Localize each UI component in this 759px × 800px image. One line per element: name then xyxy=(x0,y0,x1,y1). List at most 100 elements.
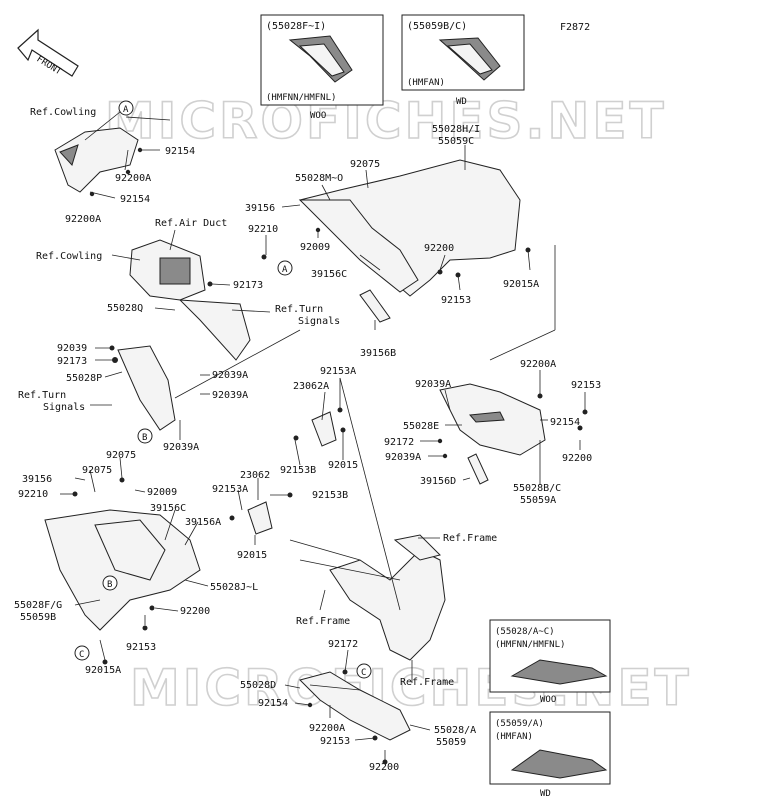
label-ref-cowling: Ref.Cowling xyxy=(30,107,96,118)
upper-cowling-main xyxy=(298,159,521,297)
bracket-23062a xyxy=(311,411,337,447)
box-part: (55059/A) xyxy=(495,719,544,729)
box-model: (HMFAN) xyxy=(407,78,445,88)
label-55028m-o: 55028M~O xyxy=(295,173,343,184)
label-92173: 92173 xyxy=(57,356,87,367)
fastener-dots xyxy=(72,147,588,765)
label-92154: 92154 xyxy=(258,698,288,709)
box-color: WOO xyxy=(310,111,326,121)
lower-left-cowling xyxy=(44,509,201,631)
inset-box-bottom-1: (55028/A~C) (HMFNN/HMFNL) WOO xyxy=(489,619,611,705)
box-color: WD xyxy=(456,97,467,107)
label-92075: 92075 xyxy=(82,465,112,476)
label-92039a: 92039A xyxy=(385,452,421,463)
label-39156b: 39156B xyxy=(360,348,396,359)
label-ref-turn-signals: Ref.Turn xyxy=(275,304,323,315)
label-92009: 92009 xyxy=(300,242,330,253)
label-39156: 39156 xyxy=(22,474,52,485)
label-23062a: 23062A xyxy=(293,381,329,392)
label-92009: 92009 xyxy=(147,487,177,498)
air-duct-assembly xyxy=(129,239,251,361)
inset-box-top-left: (55028F~I) (HMFNN/HMFNL) WOO xyxy=(260,14,384,121)
box-color: WD xyxy=(540,789,551,799)
label-92200a: 92200A xyxy=(65,214,101,225)
circle-letter: A xyxy=(282,265,288,275)
label-92015a: 92015A xyxy=(85,665,121,676)
label-ref-air-duct: Ref.Air Duct xyxy=(155,218,227,229)
label-39156a: 39156A xyxy=(185,517,221,528)
label-92172: 92172 xyxy=(384,437,414,448)
callout-circle-b-2: B xyxy=(102,575,118,591)
watermark-top: MICROFICHES.NET xyxy=(105,92,667,150)
label-92039a: 92039A xyxy=(212,370,248,381)
label-92154: 92154 xyxy=(550,417,580,428)
label-92039a: 92039A xyxy=(212,390,248,401)
label-55028e: 55028E xyxy=(403,421,439,432)
label-ref-turn-signals: Ref.Turn xyxy=(18,390,66,401)
callout-circle-b-1: B xyxy=(137,428,153,444)
left-inner-panel-p xyxy=(117,345,176,431)
label-92039: 92039 xyxy=(57,343,87,354)
label-55028j-l: 55028J~L xyxy=(210,582,258,593)
label-55059b: 55059B xyxy=(20,612,56,623)
label-55028d: 55028D xyxy=(240,680,276,691)
leader-lines xyxy=(60,111,586,760)
label-92200a: 92200A xyxy=(520,359,556,370)
label-ref-turn-signals: Signals xyxy=(298,316,340,327)
label-55028h-i: 55028H/I xyxy=(432,124,480,135)
label-92200: 92200 xyxy=(562,453,592,464)
box-model: (HMFNN/HMFNL) xyxy=(266,93,336,103)
label-92154: 92154 xyxy=(120,194,150,205)
label-ref-frame: Ref.Frame xyxy=(296,616,350,627)
label-39156: 39156 xyxy=(245,203,275,214)
label-92153a: 92153A xyxy=(212,484,248,495)
inset-box-top-right: (55059B/C) (HMFAN) WD xyxy=(401,14,525,107)
circle-letter: C xyxy=(361,668,366,678)
label-55028q: 55028Q xyxy=(107,303,143,314)
front-arrow-icon: FRONT xyxy=(17,28,79,78)
label-92200a: 92200A xyxy=(309,723,345,734)
label-92154: 92154 xyxy=(165,146,195,157)
box-model: (HMFNN/HMFNL) xyxy=(495,640,565,650)
label-92153: 92153 xyxy=(571,380,601,391)
label-92015a: 92015A xyxy=(503,279,539,290)
label-55059a: 55059A xyxy=(520,495,556,506)
label-92153: 92153 xyxy=(441,295,471,306)
label-55028b-c: 55028B/C xyxy=(513,483,561,494)
label-92173: 92173 xyxy=(233,280,263,291)
label-92172: 92172 xyxy=(328,639,358,650)
label-ref-turn-signals: Signals xyxy=(43,402,85,413)
label-92039a: 92039A xyxy=(415,379,451,390)
label-92015: 92015 xyxy=(328,460,358,471)
label-92153: 92153 xyxy=(320,736,350,747)
label-55028f-g: 55028F/G xyxy=(14,600,62,611)
label-92153: 92153 xyxy=(126,642,156,653)
label-92210: 92210 xyxy=(18,489,48,500)
label-92200: 92200 xyxy=(369,762,399,773)
label-92153b: 92153B xyxy=(312,490,348,501)
callout-circle-c-1: C xyxy=(74,645,90,661)
rubber-strip-39156b xyxy=(359,289,391,323)
label-92200: 92200 xyxy=(424,243,454,254)
callout-circle-c-2: C xyxy=(356,663,372,679)
circle-letter: A xyxy=(123,105,129,115)
label-39156c: 39156C xyxy=(311,269,347,280)
label-92075: 92075 xyxy=(106,450,136,461)
label-92153b: 92153B xyxy=(280,465,316,476)
rubber-strip-39156d xyxy=(467,453,489,485)
label-39156d: 39156D xyxy=(420,476,456,487)
label-ref-frame: Ref.Frame xyxy=(443,533,497,544)
box-part: (55028/A~C) xyxy=(495,627,555,637)
label-55059c: 55059C xyxy=(438,136,474,147)
label-92200: 92200 xyxy=(180,606,210,617)
label-39156c: 39156C xyxy=(150,503,186,514)
label-92075: 92075 xyxy=(350,159,380,170)
callout-circle-a-2: A xyxy=(277,260,293,276)
label-ref-cowling: Ref.Cowling xyxy=(36,251,102,262)
circle-letter: B xyxy=(142,433,147,443)
inset-box-bottom-2: (55059/A) (HMFAN) WD xyxy=(489,711,611,799)
box-color: WOO xyxy=(540,695,556,705)
box-model: (HMFAN) xyxy=(495,732,533,742)
label-92210: 92210 xyxy=(248,224,278,235)
box-part: (55028F~I) xyxy=(266,21,326,32)
